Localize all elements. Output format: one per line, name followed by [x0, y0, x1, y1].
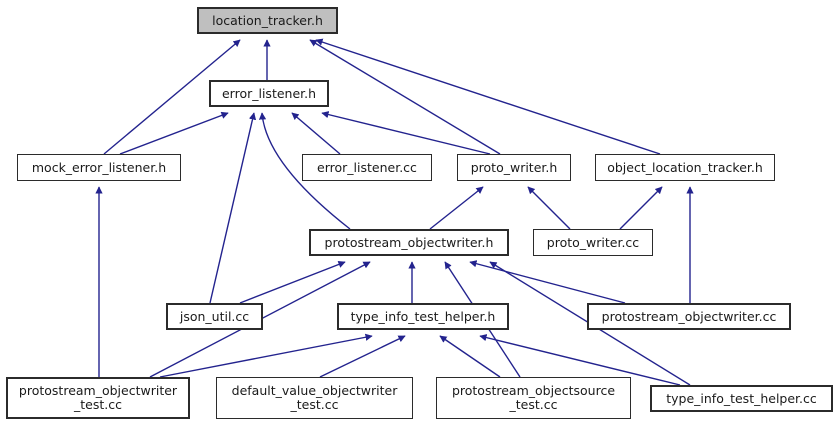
graph-edge: [119, 111, 229, 155]
graph-edge: [159, 333, 373, 378]
graph-node-json-util-cc[interactable]: json_util.cc: [166, 303, 263, 330]
graph-node-protostream-objectsource-test-cc[interactable]: protostream_objectsource _test.cc: [436, 377, 631, 419]
graph-edge: [319, 335, 406, 378]
graph-edge: [209, 112, 257, 304]
graph-node-error-listener-cc[interactable]: error_listener.cc: [302, 154, 432, 181]
graph-edge: [429, 186, 484, 230]
graph-edge: [315, 38, 661, 155]
graph-node-default-value-objectwriter-test-cc[interactable]: default_value_objectwriter _test.cc: [216, 377, 413, 419]
graph-edge: [239, 260, 346, 304]
graph-edge: [321, 111, 491, 155]
graph-edge: [309, 39, 501, 155]
graph-node-location-tracker-h[interactable]: location_tracker.h: [197, 7, 338, 34]
graph-node-error-listener-h[interactable]: error_listener.h: [209, 80, 329, 107]
graph-node-protostream-objectwriter-cc[interactable]: protostream_objectwriter.cc: [587, 303, 791, 330]
graph-node-proto-writer-cc[interactable]: proto_writer.cc: [533, 229, 653, 256]
graph-edge: [291, 112, 341, 155]
graph-node-proto-writer-h[interactable]: proto_writer.h: [457, 154, 571, 181]
graph-edge: [619, 186, 663, 230]
graph-edge: [439, 335, 501, 378]
graph-node-object-location-tracker-h[interactable]: object_location_tracker.h: [595, 154, 775, 181]
graph-node-protostream-objectwriter-test-cc[interactable]: protostream_objectwriter _test.cc: [6, 377, 190, 419]
graph-node-mock-error-listener-h[interactable]: mock_error_listener.h: [17, 154, 181, 181]
graph-node-type-info-test-helper-cc[interactable]: type_info_test_helper.cc: [650, 385, 833, 412]
graph-node-protostream-objectwriter-h[interactable]: protostream_objectwriter.h: [309, 229, 509, 256]
graph-edge: [527, 186, 571, 230]
graph-node-type-info-test-helper-h[interactable]: type_info_test_helper.h: [337, 303, 509, 330]
graph-edge: [469, 260, 626, 304]
